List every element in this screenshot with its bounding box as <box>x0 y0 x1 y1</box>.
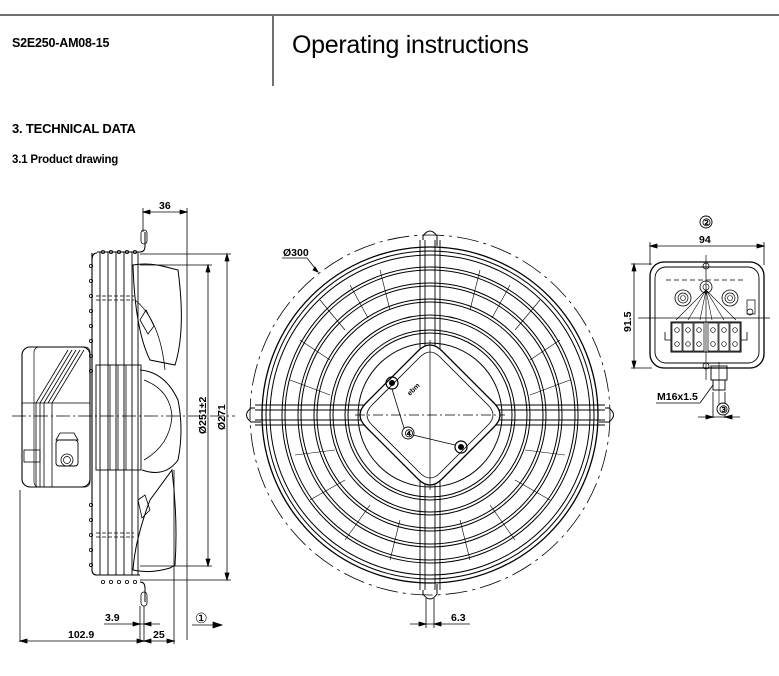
callout-airflow: ① <box>195 610 208 626</box>
dim-diameter-251: Ø251±2 <box>197 397 209 434</box>
dim-94: 94 <box>699 234 711 246</box>
terminal-strip <box>670 321 742 353</box>
header-divider-horizontal <box>0 14 779 16</box>
terminal-box-view <box>638 255 770 412</box>
airflow-arrow-icon <box>212 621 224 629</box>
front-view-dimensions: Ø300 6.3 <box>282 247 470 628</box>
dim-3-9: 3.9 <box>105 612 120 624</box>
document-id: S2E250-AM08-15 <box>12 36 110 50</box>
dim-diameter-300: Ø300 <box>283 247 309 259</box>
section-heading: 3. TECHNICAL DATA <box>12 121 136 136</box>
dim-diameter-271: Ø271 <box>216 404 228 430</box>
callout-terminal-box: ② <box>702 218 711 229</box>
guard-wire-dots <box>89 249 137 585</box>
page-title: Operating instructions <box>292 31 529 59</box>
terminal-box-outline <box>649 261 765 369</box>
dim-25: 25 <box>153 629 165 641</box>
side-view <box>12 229 235 607</box>
subsection-heading: 3.1 Product drawing <box>12 154 119 166</box>
callout-cable-gland: ③ <box>719 405 728 416</box>
dim-102-9: 102.9 <box>68 629 94 641</box>
dim-6-3: 6.3 <box>451 612 466 624</box>
screw-bottom-right <box>454 440 468 454</box>
front-view: ebm ④ <box>246 230 614 600</box>
guard-outline-dashed <box>249 234 611 596</box>
motor-housing <box>21 346 91 488</box>
side-view-dimensions: 36 Ø251±2 Ø271 3.9 102.9 25 ① <box>18 200 231 644</box>
callout-screws: ④ <box>405 429 414 440</box>
terminal-box-dimensions: ② 94 91.5 M16x1.5 ③ <box>622 215 766 420</box>
header-divider-vertical <box>272 15 274 86</box>
dim-91-5: 91.5 <box>622 311 634 332</box>
dim-36: 36 <box>159 200 171 212</box>
label-cable-gland: M16x1.5 <box>657 391 698 403</box>
